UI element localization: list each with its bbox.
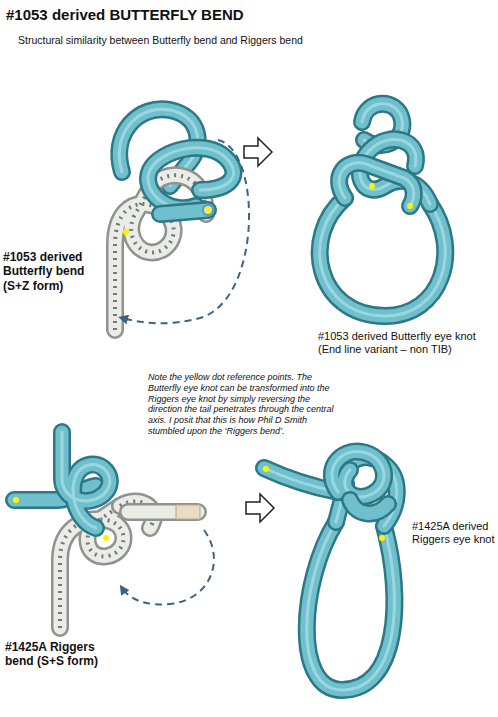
knot-label: #1053 derived Butterfly eye knot (End li… — [318, 330, 494, 356]
knot-label: #1425A Riggers bend (S+S form) — [5, 640, 109, 669]
knot-label: #1053 derived Butterfly bend (S+Z form) — [3, 250, 99, 293]
subtitle: Structural similarity between Butterfly … — [18, 34, 488, 47]
title: #1053 derived BUTTERFLY BEND — [6, 6, 486, 24]
knot-label: #1425A derived Riggers eye knot — [412, 520, 496, 546]
note: Note the yellow dot reference points. Th… — [148, 372, 344, 437]
